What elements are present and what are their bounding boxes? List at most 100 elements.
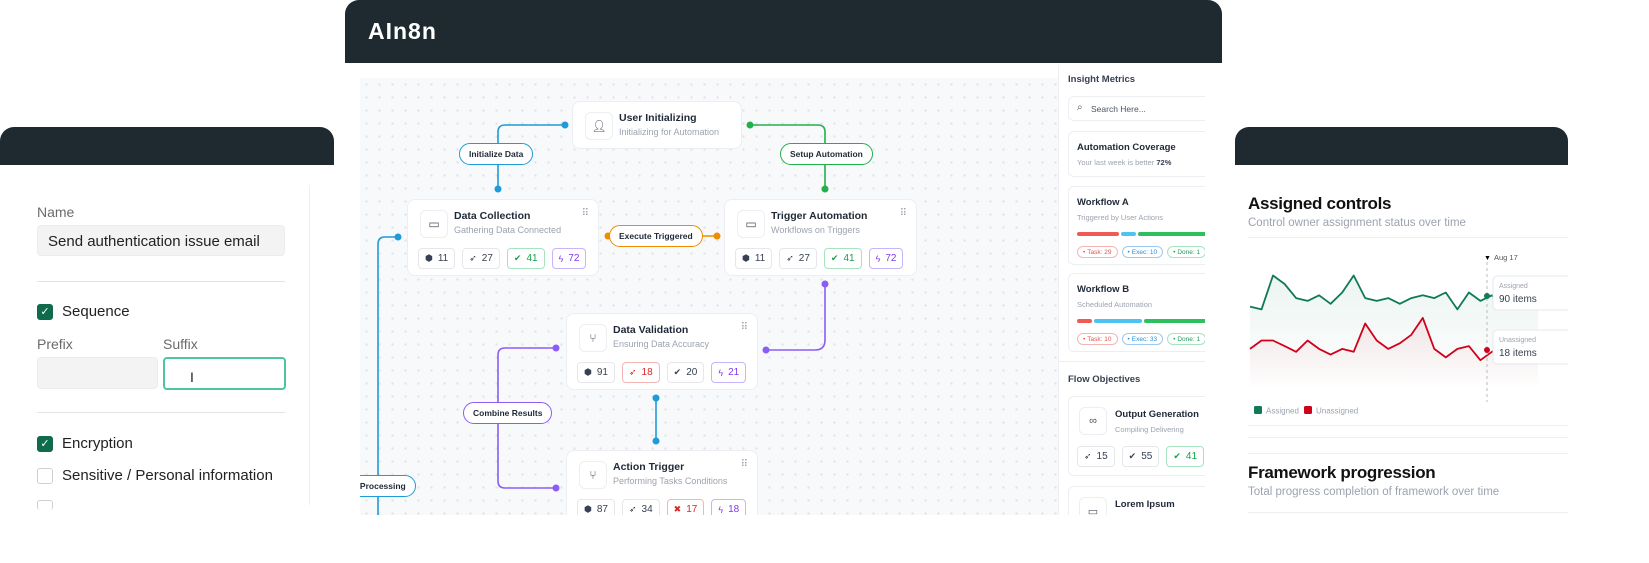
edge-handle[interactable] (652, 437, 660, 445)
edge-label[interactable]: Initialize Data (459, 143, 534, 165)
partial-checkbox[interactable] (37, 500, 53, 510)
edge-handle[interactable] (552, 344, 560, 352)
stat-chip[interactable]: ✔41 (823, 248, 862, 269)
coverage-value: 72% (1156, 158, 1172, 167)
prefix-input[interactable] (37, 357, 158, 389)
legend-label[interactable]: Assigned (1266, 407, 1299, 416)
edge-handle[interactable] (394, 233, 402, 241)
edge-handle[interactable] (561, 121, 569, 129)
coverage-card[interactable]: Automation Coverage Your last week is be… (1068, 131, 1205, 177)
chart-divider (1248, 425, 1568, 426)
stat-chip[interactable]: ✔55 (1121, 446, 1160, 467)
stat-chip[interactable]: ➶34 (621, 499, 660, 515)
stat-value: 27 (798, 253, 810, 264)
stat-value: 41 (1185, 451, 1198, 462)
stat-chip[interactable]: ⬢11 (735, 248, 773, 269)
cube-icon: ⬢ (425, 253, 433, 263)
stat-value: 27 (481, 253, 493, 264)
workflow-tags: •Task: 29•Exec: 10•Done: 1 (1077, 246, 1205, 258)
edge-handle[interactable] (762, 346, 770, 354)
edge-handle[interactable] (713, 232, 721, 240)
sequence-checkbox[interactable]: ✓ (37, 304, 53, 320)
stat-chip[interactable]: ➶27 (462, 248, 500, 269)
exec-badge: •Exec: 33 (1121, 333, 1164, 345)
stat-chip[interactable]: ➶18 (621, 362, 660, 383)
node-title: Action Trigger (613, 461, 685, 473)
edge-handle[interactable] (652, 394, 660, 402)
search-input[interactable]: ⌕ Search Here... (1068, 96, 1205, 121)
sensitive-checkbox[interactable] (37, 468, 53, 484)
drag-handle-icon[interactable]: ⠿ (740, 459, 748, 470)
edge-label[interactable]: Setup Automation (780, 143, 873, 165)
done-badge: •Done: 1 (1167, 333, 1205, 345)
suffix-label: Suffix (163, 336, 198, 352)
dot-icon: • (1083, 248, 1086, 256)
chart-subtitle: Control owner assignment status over tim… (1248, 217, 1466, 229)
stat-chip[interactable]: ➶15 (1077, 446, 1115, 467)
stat-chip[interactable]: ✖17 (666, 499, 705, 515)
stat-value: 18 (728, 504, 740, 515)
rocket-icon: ➶ (628, 504, 637, 514)
text-cursor-icon: I (190, 369, 194, 385)
stat-chip[interactable]: ➶27 (779, 248, 817, 269)
app-title: AIn8n (368, 18, 437, 44)
drag-handle-icon[interactable]: ⠿ (581, 208, 589, 219)
right-panel-header (1235, 127, 1568, 165)
edge-label[interactable]: Combine Results (463, 402, 553, 424)
workflow-title: Workflow A (1077, 197, 1129, 208)
edge-handle[interactable] (821, 280, 829, 288)
edge-handle[interactable] (552, 484, 560, 492)
progress-segment (1077, 319, 1092, 323)
edge-label[interactable]: ct Processing (360, 475, 416, 497)
stat-chip[interactable]: ⬢91 (577, 362, 615, 383)
stat-value: 91 (596, 367, 608, 378)
encryption-checkbox[interactable]: ✓ (37, 436, 53, 452)
badge-text: Done: 1 (1177, 248, 1201, 256)
stat-value: 87 (596, 504, 608, 515)
stat-value: 41 (843, 253, 855, 264)
suffix-input[interactable] (163, 357, 286, 390)
legend-label[interactable]: Unassigned (1316, 407, 1358, 416)
edge-handle[interactable] (494, 185, 502, 193)
name-input[interactable]: Send authentication issue email (37, 225, 285, 256)
edge-label[interactable]: Execute Triggered (609, 225, 703, 247)
tooltip (1492, 275, 1568, 311)
node-title: User Initializing (619, 112, 697, 124)
branch-icon: ⑂ (579, 461, 607, 489)
branch-icon: ⑂ (579, 324, 607, 352)
stat-value: 11 (754, 253, 766, 264)
series-line-unassigned[interactable] (1249, 317, 1539, 362)
stat-chip[interactable]: ✔20 (666, 362, 705, 383)
stat-chip[interactable]: ✔41 (506, 248, 545, 269)
edge-handle[interactable] (821, 185, 829, 193)
check-circle-icon: ✔ (513, 253, 522, 263)
stat-value: 20 (686, 367, 698, 378)
edge-handle[interactable] (746, 121, 754, 129)
stat-chip[interactable]: ✔41 (1166, 446, 1205, 467)
marker-icon: ▼ (1484, 255, 1491, 262)
objective-card[interactable]: ▭Lorem Ipsum (1068, 486, 1205, 515)
edge-line (377, 236, 398, 515)
window-icon: ▭ (737, 210, 765, 238)
insight-sidebar: Insight Metrics ⌕ Search Here... Automat… (1058, 65, 1205, 515)
stat-chip[interactable]: ⬢ 87 (577, 499, 615, 515)
divider (37, 412, 285, 413)
cube-icon: ⬢ (584, 504, 592, 514)
drag-handle-icon[interactable]: ⠿ (740, 322, 748, 333)
stat-chip[interactable]: ⬢11 (418, 248, 456, 269)
drag-handle-icon[interactable]: ⠿ (899, 208, 907, 219)
badge-text: Task: 10 (1087, 335, 1112, 343)
